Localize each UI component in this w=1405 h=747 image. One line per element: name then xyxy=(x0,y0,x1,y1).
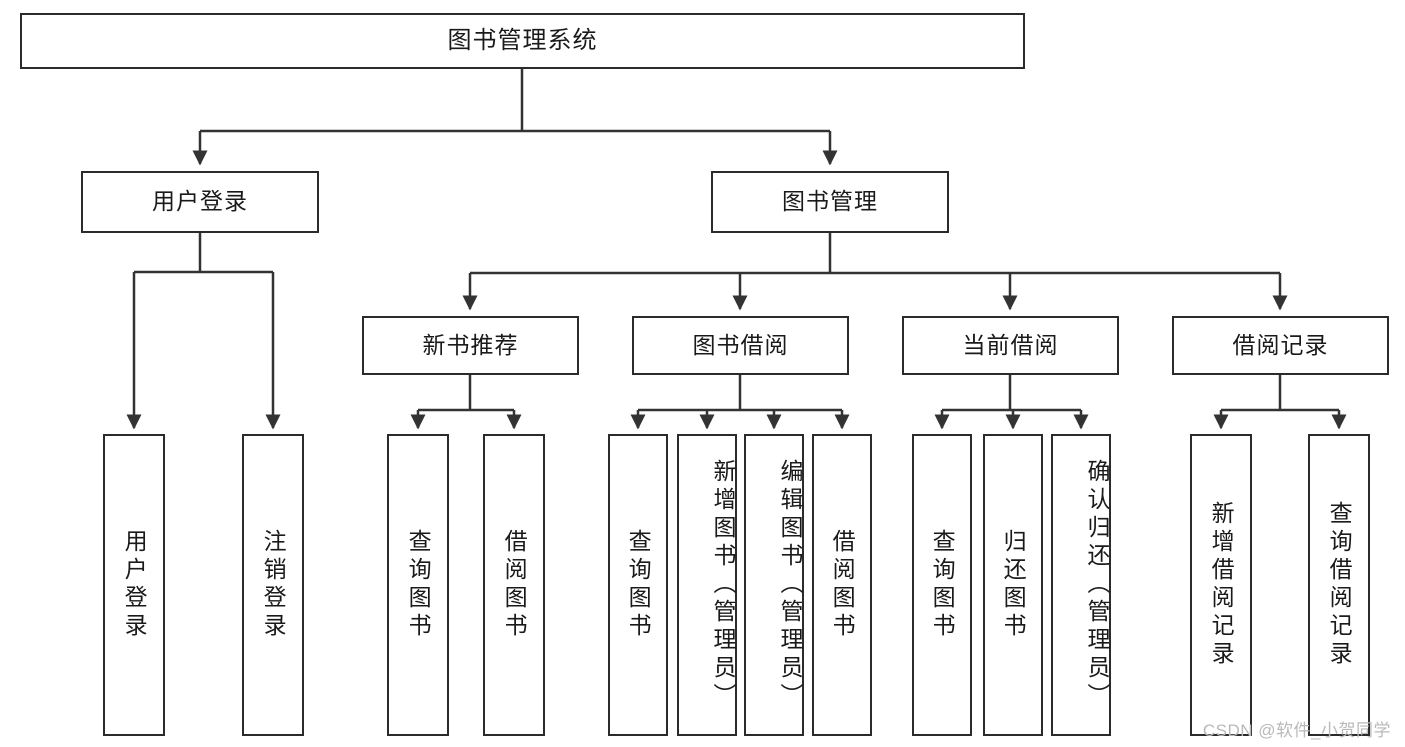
node-leaf-borrow-book-1[interactable]: 借阅图书 xyxy=(483,434,545,736)
node-new-book-rec-label: 新书推荐 xyxy=(422,331,519,358)
node-leaf-query-book-3[interactable]: 查询图书 xyxy=(912,434,972,736)
node-leaf-query-book-2[interactable]: 查询图书 xyxy=(608,434,668,736)
leaf-label: 借阅图书 xyxy=(829,529,856,641)
leaf-label: 确认归还（管理员） xyxy=(1084,459,1110,711)
leaf-label: 查询图书 xyxy=(625,529,652,641)
node-book-borrow[interactable]: 图书借阅 xyxy=(632,316,849,375)
node-root-label: 图书管理系统 xyxy=(447,26,598,54)
leaf-label: 新增借阅记录 xyxy=(1208,501,1235,669)
node-book-manage[interactable]: 图书管理 xyxy=(711,171,949,233)
node-new-book-rec[interactable]: 新书推荐 xyxy=(362,316,579,375)
leaf-label: 注销登录 xyxy=(260,529,287,641)
node-current-borrow[interactable]: 当前借阅 xyxy=(902,316,1119,375)
node-leaf-query-record[interactable]: 查询借阅记录 xyxy=(1308,434,1370,736)
node-root[interactable]: 图书管理系统 xyxy=(20,13,1025,69)
leaf-label: 编辑图书（管理员） xyxy=(777,459,803,711)
node-leaf-borrow-book-2[interactable]: 借阅图书 xyxy=(812,434,872,736)
node-leaf-return-book[interactable]: 归还图书 xyxy=(983,434,1043,736)
csdn-watermark: CSDN @软件_小贺同学 xyxy=(1202,721,1391,740)
node-borrow-record-label: 借阅记录 xyxy=(1232,331,1329,358)
node-leaf-confirm-return[interactable]: 确认归还（管理员） xyxy=(1051,434,1111,736)
node-leaf-user-login[interactable]: 用户登录 xyxy=(103,434,165,736)
node-leaf-add-record[interactable]: 新增借阅记录 xyxy=(1190,434,1252,736)
node-book-manage-label: 图书管理 xyxy=(782,188,878,215)
leaf-label: 新增图书（管理员） xyxy=(710,459,736,711)
leaf-label: 用户登录 xyxy=(121,529,148,641)
node-book-borrow-label: 图书借阅 xyxy=(692,331,789,358)
node-leaf-add-book[interactable]: 新增图书（管理员） xyxy=(677,434,737,736)
node-current-borrow-label: 当前借阅 xyxy=(962,331,1059,358)
leaf-label: 借阅图书 xyxy=(501,529,528,641)
node-user-login[interactable]: 用户登录 xyxy=(81,171,319,233)
node-leaf-user-logout[interactable]: 注销登录 xyxy=(242,434,304,736)
node-borrow-record[interactable]: 借阅记录 xyxy=(1172,316,1389,375)
node-leaf-edit-book[interactable]: 编辑图书（管理员） xyxy=(744,434,804,736)
leaf-label: 查询借阅记录 xyxy=(1326,501,1353,669)
leaf-label: 查询图书 xyxy=(405,529,432,641)
leaf-label: 查询图书 xyxy=(929,529,956,641)
node-leaf-query-book-1[interactable]: 查询图书 xyxy=(387,434,449,736)
node-user-login-label: 用户登录 xyxy=(152,188,248,215)
leaf-label: 归还图书 xyxy=(1000,529,1027,641)
